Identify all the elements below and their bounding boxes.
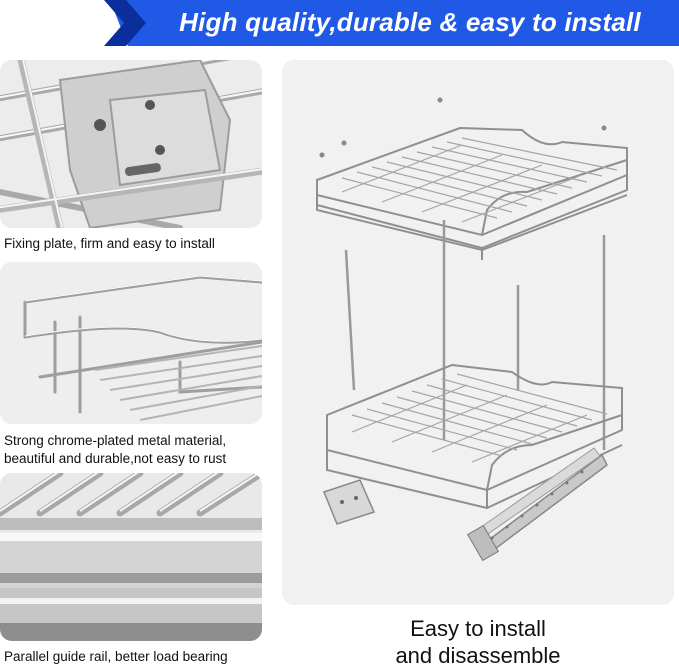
feature-image-chrome-material xyxy=(0,262,262,424)
header-banner: High quality,durable & easy to install xyxy=(0,0,679,46)
product-image-main xyxy=(282,60,674,605)
feature-image-fixing-plate xyxy=(0,60,262,228)
feature-caption-guide-rail: Parallel guide rail, better load bearing xyxy=(4,649,228,664)
main-caption-line2: and disassemble xyxy=(395,643,561,668)
feature-caption-chrome-line2: beautiful and durable,not easy to rust xyxy=(4,451,227,466)
banner-title: High quality,durable & easy to install xyxy=(179,7,641,37)
main-caption-line1: Easy to install xyxy=(410,616,546,641)
feature-caption-fixing-plate: Fixing plate, firm and easy to install xyxy=(4,236,215,251)
feature-caption-chrome-line1: Strong chrome-plated metal material, xyxy=(4,433,227,448)
banner-shape xyxy=(104,0,679,46)
feature-image-guide-rail xyxy=(0,473,262,641)
